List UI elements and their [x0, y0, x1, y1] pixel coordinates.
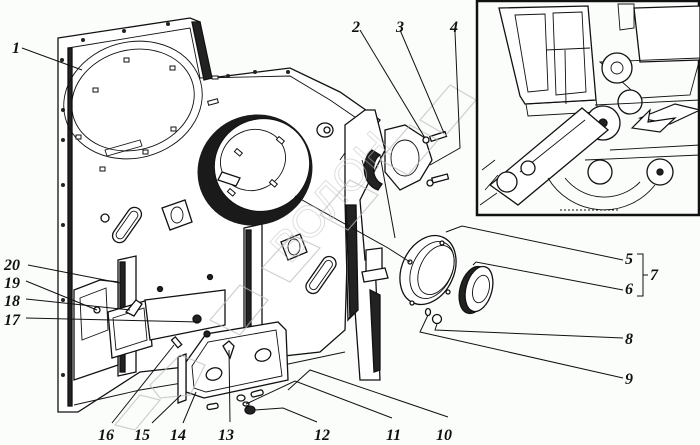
callout-8: 8 [625, 331, 633, 348]
callout-3: 3 [395, 19, 404, 36]
callout-7: 7 [650, 267, 659, 284]
slot-clip-left [100, 206, 143, 244]
callout-1: 1 [12, 40, 20, 57]
combine-harvester-location-inset [475, 0, 700, 217]
inset-grain-tank [633, 5, 700, 63]
washer-11 [236, 394, 250, 407]
door-latch [222, 340, 235, 360]
inset-feeder-house [488, 107, 610, 206]
square-clip-left [161, 199, 193, 231]
leader-lines [21, 29, 648, 424]
callout-17: 17 [4, 312, 21, 329]
door-gasket [177, 353, 187, 404]
callout-2: 2 [351, 19, 360, 36]
assembly-axis-lines [294, 154, 411, 263]
inspection-door [177, 321, 289, 404]
channel-center [243, 223, 263, 343]
bearing-housing [399, 234, 457, 306]
stud-boss [316, 122, 334, 138]
callout-12: 12 [314, 427, 330, 444]
bolt-upper [422, 130, 448, 144]
central-ring-flange [197, 114, 313, 226]
slot-clip-right [305, 255, 337, 295]
lower-frame [73, 273, 346, 406]
callout-9: 9 [625, 371, 633, 388]
upper-hatch-ring [63, 40, 203, 172]
callout-14: 14 [170, 427, 186, 444]
inset-pulley-upper [601, 52, 633, 84]
callout-6: 6 [625, 281, 633, 298]
bearing [458, 265, 494, 315]
screw-16 [170, 335, 183, 349]
callout-11: 11 [386, 427, 401, 444]
callout-10: 10 [436, 427, 452, 444]
bolt-lower [426, 173, 450, 187]
callout-16: 16 [98, 427, 114, 444]
washer [424, 307, 432, 317]
latch [124, 299, 143, 317]
vertical-guide-bar [344, 109, 389, 381]
nut [431, 313, 443, 325]
callout-15: 15 [134, 427, 150, 444]
callout-13: 13 [218, 427, 234, 444]
nut-12 [244, 405, 256, 415]
callout-18: 18 [4, 293, 20, 310]
callout-5: 5 [625, 251, 633, 268]
pin-10 [250, 389, 264, 398]
cover-plate [144, 289, 226, 341]
pin-lower [206, 402, 219, 411]
callout-19: 19 [4, 275, 20, 292]
callout-labels: 1 2 3 4 5 6 7 8 9 10 11 12 13 14 15 16 1… [3, 19, 659, 444]
callout-4: 4 [449, 19, 458, 36]
callout-20: 20 [3, 257, 20, 274]
panel-left-flange [67, 47, 73, 407]
